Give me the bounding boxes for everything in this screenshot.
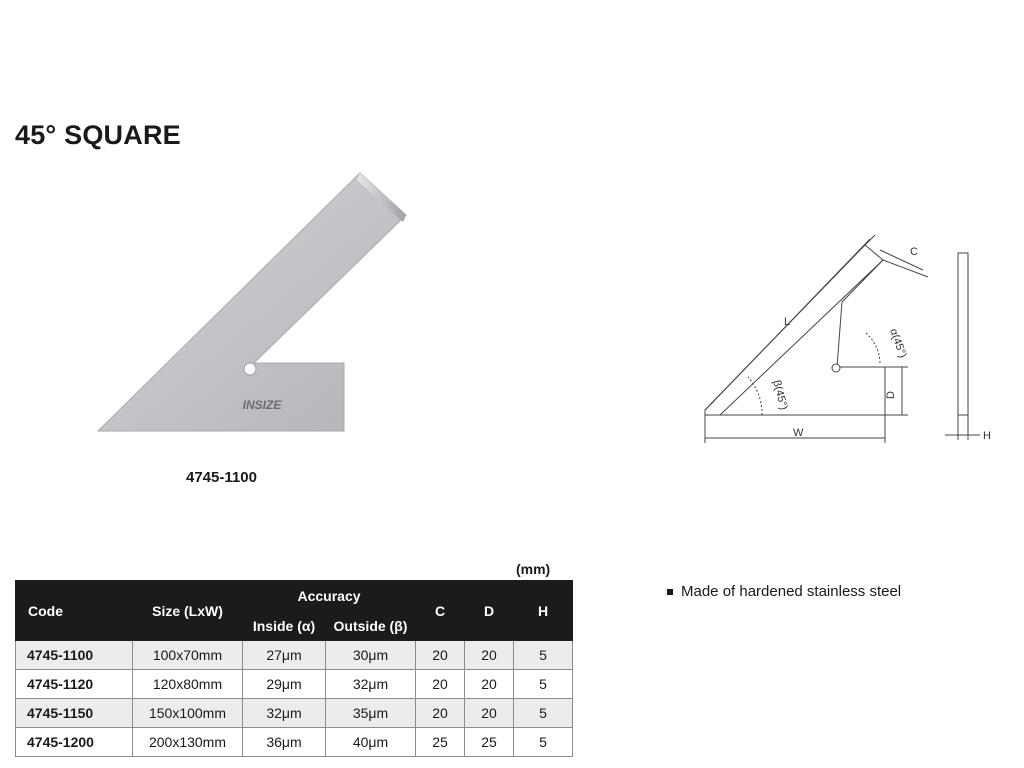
cell-h: 5 <box>513 669 573 699</box>
label-D: D <box>885 391 897 399</box>
cell-h: 5 <box>513 698 573 728</box>
cell-c: 20 <box>415 698 465 728</box>
cell-outside: 30μm <box>325 640 416 670</box>
label-alpha: α(45°) <box>887 327 909 360</box>
beta-arc <box>747 376 763 416</box>
table-row: 4745-1200 200x130mm 36μm 40μm 25 25 5 <box>15 727 573 757</box>
cell-d: 20 <box>464 640 514 670</box>
square-outline <box>704 244 886 416</box>
cell-outside: 40μm <box>325 727 416 757</box>
spec-table: Code Size (LxW) Accuracy C D H Inside (α… <box>15 580 573 757</box>
square-edge-shape <box>357 173 406 222</box>
square-body-shape <box>96 172 407 432</box>
cell-size: 100x70mm <box>132 640 243 670</box>
dim-line-L <box>709 238 871 406</box>
cell-size: 200x130mm <box>132 727 243 757</box>
label-L: L <box>784 316 790 328</box>
cell-code: 4745-1120 <box>15 669 133 699</box>
cell-inside: 36μm <box>242 727 326 757</box>
unit-label: (mm) <box>516 561 551 577</box>
inner-edge-line <box>719 259 884 416</box>
page-title: 45° SQUARE <box>15 120 181 150</box>
cell-d: 20 <box>464 669 514 699</box>
cell-d: 20 <box>464 698 514 728</box>
feature-item: Made of hardened stainless steel <box>667 583 901 600</box>
label-H: H <box>983 430 991 442</box>
alpha-arc <box>865 332 881 366</box>
feature-text: Made of hardened stainless steel <box>681 583 902 600</box>
cell-outside: 32μm <box>325 669 416 699</box>
table-row: 4745-1120 120x80mm 29μm 32μm 20 20 5 <box>15 669 573 699</box>
cell-c: 20 <box>415 669 465 699</box>
header-c: C <box>415 580 465 641</box>
header-code: Code <box>15 580 133 641</box>
header-h: H <box>513 580 573 641</box>
cell-inside: 29μm <box>242 669 326 699</box>
label-C: C <box>910 246 918 258</box>
cell-inside: 27μm <box>242 640 326 670</box>
cell-code: 4745-1150 <box>15 698 133 728</box>
cell-code: 4745-1100 <box>15 640 133 670</box>
header-inside: Inside (α) <box>242 610 326 641</box>
cell-c: 20 <box>415 640 465 670</box>
header-d: D <box>464 580 514 641</box>
brand-logo: INSIZE <box>243 398 283 412</box>
cell-size: 150x100mm <box>132 698 243 728</box>
cell-outside: 35μm <box>325 698 416 728</box>
table-row: 4745-1100 100x70mm 27μm 30μm 20 20 5 <box>15 640 573 670</box>
header-size: Size (LxW) <box>132 580 243 641</box>
cell-size: 120x80mm <box>132 669 243 699</box>
cell-h: 5 <box>513 727 573 757</box>
feature-list: Made of hardened stainless steel <box>667 583 901 600</box>
dimension-diagram: L C α(45°) β(45°) D W H <box>704 234 991 443</box>
hole-marker <box>831 363 841 373</box>
header-accuracy: Accuracy <box>242 580 416 611</box>
product-image: INSIZE <box>96 172 407 432</box>
table-row: 4745-1150 150x100mm 32μm 35μm 20 20 5 <box>15 698 573 728</box>
cell-h: 5 <box>513 640 573 670</box>
label-beta: β(45°) <box>770 379 789 411</box>
label-W: W <box>793 427 804 439</box>
cell-code: 4745-1200 <box>15 727 133 757</box>
dim-line-C <box>879 249 924 271</box>
photo-caption: 4745-1100 <box>186 469 257 486</box>
header-outside: Outside (β) <box>325 610 416 641</box>
relief-hole-shape <box>243 362 257 376</box>
cell-d: 25 <box>464 727 514 757</box>
cell-c: 25 <box>415 727 465 757</box>
side-view-plate <box>957 252 969 416</box>
cell-inside: 32μm <box>242 698 326 728</box>
bullet-square-icon <box>667 588 673 595</box>
